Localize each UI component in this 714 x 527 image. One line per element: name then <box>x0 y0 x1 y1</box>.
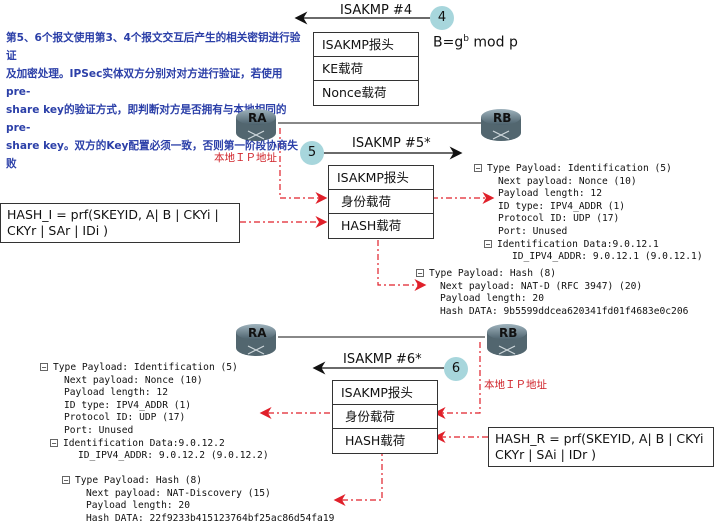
message4-packet: ISAKMP报头 KE载荷 Nonce载荷 <box>313 32 419 106</box>
router-icon <box>236 324 276 356</box>
packet-row-ke-payload: KE载荷 <box>314 57 418 81</box>
packet-row-nonce-payload: Nonce载荷 <box>322 85 387 100</box>
message6-packet: ISAKMP报头 身份载荷 HASH载荷 <box>332 380 438 454</box>
explanation-note: 第5、6个报文使用第3、4个报文交互后产生的相关密钥进行验证 及加密处理。IPS… <box>6 32 301 170</box>
packet-row-hash-payload: HASH载荷 <box>341 218 402 233</box>
router-icon <box>236 109 276 141</box>
router-ra-label: RA <box>248 111 267 125</box>
collapse-icon[interactable]: − <box>50 438 58 448</box>
packet-row-id-payload: 身份载荷 <box>329 190 433 214</box>
router-ra-label: RA <box>248 326 267 340</box>
message6-label: ISAKMP #6* <box>343 352 422 367</box>
packet-row-id-payload: 身份载荷 <box>333 405 437 429</box>
router-rb-label: RB <box>499 326 518 340</box>
hash-payload-tree-5: −Type Payload: Hash (8)Next payload: NAT… <box>416 268 689 317</box>
hash-payload-tree-6: −Type Payload: Hash (8)Next payload: NAT… <box>62 475 335 524</box>
router-ra-top <box>234 105 278 147</box>
step-badge-6: 6 <box>444 357 468 381</box>
tree-node[interactable]: −Identification Data:9.0.12.1 <box>484 238 659 250</box>
local-ip-label-rb: 本地ＩＰ地址 <box>484 379 547 391</box>
router-rb-label: RB <box>493 111 512 125</box>
step-badge-4: 4 <box>430 6 454 30</box>
tree-node[interactable]: −Type Payload: Hash (8) <box>416 268 557 279</box>
message5-label: ISAKMP #5* <box>352 136 431 151</box>
id-payload-tree-6: −Type Payload: Identification (5)Next pa… <box>40 362 269 462</box>
message4-label: ISAKMP #4 <box>340 3 413 18</box>
collapse-icon[interactable]: − <box>416 269 424 278</box>
router-ra-bottom <box>234 320 278 362</box>
hash-r-formula-box: HASH_R = prf(SKEYID, A| B | CKYi CKYr | … <box>488 427 714 467</box>
packet-row-isakmp-header: ISAKMP报头 <box>333 381 437 405</box>
router-rb-top <box>479 105 523 147</box>
local-ip-label-ra: 本地ＩＰ地址 <box>214 152 277 164</box>
packet-row-isakmp-header: ISAKMP报头 <box>329 166 433 190</box>
hash-i-formula-box: HASH_I = prf(SKEYID, A| B | CKYi | CKYr … <box>0 203 240 243</box>
router-icon <box>487 324 527 356</box>
packet-row-isakmp-header: ISAKMP报头 <box>314 33 418 57</box>
step-badge-5: 5 <box>300 141 324 165</box>
tree-node[interactable]: −Type Payload: Identification (5) <box>474 163 672 174</box>
collapse-icon[interactable]: − <box>484 239 492 249</box>
collapse-icon[interactable]: − <box>474 164 482 173</box>
id-payload-tree-5: −Type Payload: Identification (5)Next pa… <box>474 163 703 263</box>
router-rb-bottom <box>485 320 529 362</box>
tree-node[interactable]: −Identification Data:9.0.12.2 <box>50 437 225 449</box>
collapse-icon[interactable]: − <box>62 476 70 485</box>
hash-payload-arrow-6 <box>333 450 383 506</box>
tree-node[interactable]: −Type Payload: Hash (8) <box>62 475 203 486</box>
collapse-icon[interactable]: − <box>40 363 48 372</box>
dh-formula: B=gb mod p <box>433 34 518 51</box>
message5-packet: ISAKMP报头 身份载荷 HASH载荷 <box>328 165 434 239</box>
router-icon <box>481 109 521 141</box>
packet-row-hash-payload: HASH载荷 <box>345 433 406 448</box>
tree-node[interactable]: −Type Payload: Identification (5) <box>40 362 238 373</box>
